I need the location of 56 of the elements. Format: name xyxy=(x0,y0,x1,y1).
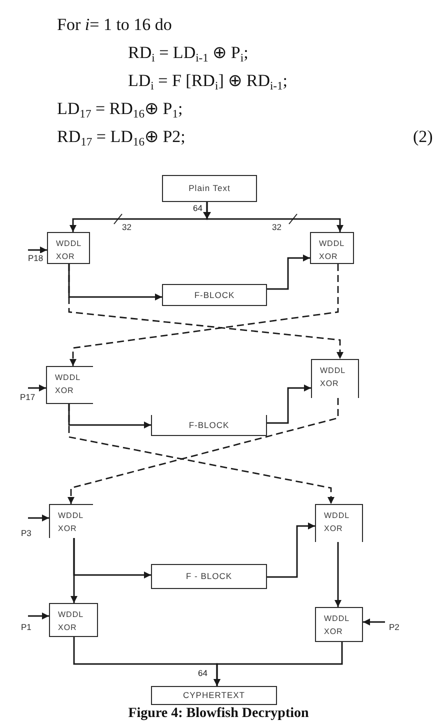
process-box xyxy=(162,175,257,202)
equation: For i= 1 to 16 do xyxy=(57,15,172,35)
edge-label: P2 xyxy=(388,622,400,632)
process-box xyxy=(49,603,98,637)
arrow xyxy=(267,254,310,290)
edge-label: 32 xyxy=(121,222,132,232)
equation: RD$_{i}$ = LD$_{i-1}$ ⊕ P$_{i}$; xyxy=(128,43,248,63)
box-label: Plain Text xyxy=(188,183,230,194)
box-label: WDDL XOR xyxy=(55,372,80,397)
edge-label: 32 xyxy=(271,222,282,232)
figure-caption: Figure 4: Blowfish Decryption xyxy=(128,706,309,722)
equation: RD$_{17}$ = LD$_{16}$⊕ P2; xyxy=(57,127,186,147)
equation: LD$_{17}$ = RD$_{16}$⊕ P$_{1}$; xyxy=(57,99,183,119)
process-box xyxy=(49,504,93,538)
arrow xyxy=(206,202,344,232)
box-label: WDDL XOR xyxy=(324,613,350,638)
process-box xyxy=(151,415,267,436)
box-label: WDDL XOR xyxy=(324,510,350,535)
process-box xyxy=(47,232,90,264)
box-label: F-BLOCK xyxy=(188,420,230,430)
process-box xyxy=(311,359,359,398)
process-box xyxy=(162,284,267,306)
arrow xyxy=(28,514,49,522)
arrow xyxy=(28,246,47,254)
process-box xyxy=(315,607,363,642)
process-box xyxy=(310,232,354,264)
equation: LD$_{i}$ = F [RD$_{i}$] ⊕ RD$_{i-1}$; xyxy=(128,71,288,91)
process-box xyxy=(46,366,93,404)
process-box xyxy=(151,686,277,705)
box-label: CYPHERTEXT xyxy=(183,690,245,701)
box-label: WDDL XOR xyxy=(58,609,84,634)
arrow xyxy=(334,542,342,607)
box-label: WDDL XOR xyxy=(320,365,346,390)
arrow xyxy=(70,538,78,603)
bit-width-label: 64 xyxy=(193,203,202,213)
box-label: WDDL XOR xyxy=(56,238,82,263)
box-label: F-BLOCK xyxy=(194,290,235,300)
edge-label: P1 xyxy=(20,622,32,632)
arrow xyxy=(267,522,315,578)
edge-label: P3 xyxy=(20,528,32,538)
edge-label: P17 xyxy=(19,392,36,402)
equation: (2) xyxy=(413,127,433,147)
arrow xyxy=(267,384,311,424)
arrow xyxy=(363,618,385,626)
arrow xyxy=(68,264,162,300)
process-box xyxy=(151,564,267,589)
arrow xyxy=(28,384,46,392)
box-label: F - BLOCK xyxy=(186,571,232,582)
arrow xyxy=(214,642,343,686)
box-label: WDDL XOR xyxy=(58,510,84,535)
bit-width-label: 64 xyxy=(198,668,208,678)
process-box xyxy=(315,504,363,542)
box-label: WDDL XOR xyxy=(319,238,344,263)
arrow xyxy=(68,404,151,428)
edge-label: P18 xyxy=(27,253,44,263)
arrow xyxy=(28,612,49,620)
